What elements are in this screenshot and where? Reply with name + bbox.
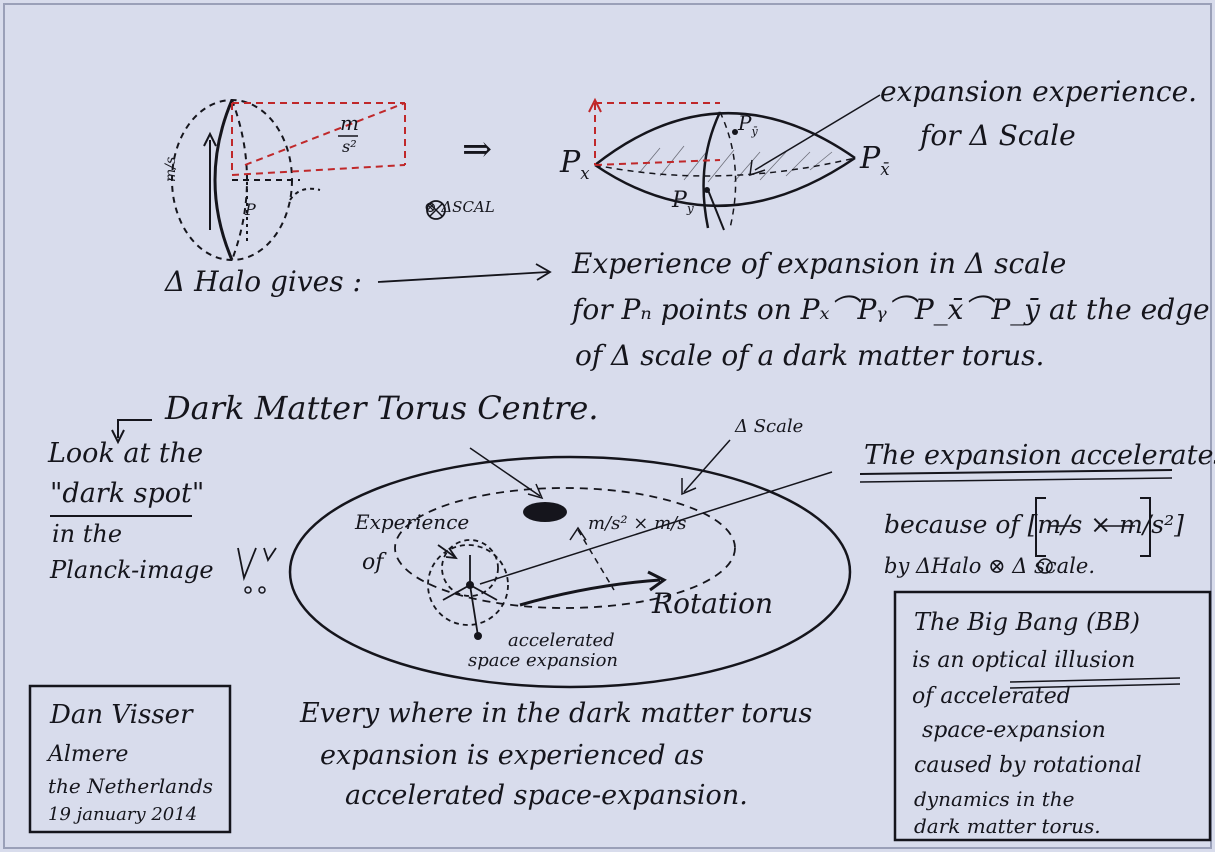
svg-text:s²: s² (342, 137, 357, 156)
big-bang-box (893, 590, 1212, 842)
lens-shape (594, 111, 856, 231)
torus-centre-heading: Dark Matter Torus Centre. (165, 389, 599, 427)
big-bang-line-5: caused by rotational (914, 753, 1142, 778)
torus-formula: m/s² × m/s (588, 513, 687, 534)
big-bang-line-1: The Big Bang (BB) (914, 608, 1140, 636)
big-bang-line-4: space-expansion (922, 718, 1106, 743)
lens-red-vectors (588, 97, 721, 166)
of-label: of (362, 550, 384, 575)
experience-line-1: Experience of expansion in Δ scale (572, 247, 1067, 280)
everywhere-line-3: accelerated space-expansion. (345, 780, 748, 811)
experience-cluster (427, 539, 509, 637)
rotation-label: Rotation (652, 587, 773, 620)
big-bang-line-6: dynamics in the (914, 787, 1075, 811)
signature-date: 19 january 2014 (48, 804, 198, 825)
point-py: Py (672, 188, 694, 216)
delta-scale-label: Δ Scale (735, 416, 804, 437)
look-line-4: Planck-image (50, 556, 214, 584)
halo-red-vectors (231, 102, 406, 176)
signature-box (28, 684, 232, 834)
implication-arrow: ⇒ (462, 129, 493, 170)
circle-delta-scale-label: ⊗ ΔSCAL (424, 198, 495, 216)
halo-gives-label: Δ Halo gives : (165, 265, 362, 298)
point-px: Px (560, 145, 590, 183)
lens-note-line-1: expansion experience. (880, 75, 1198, 108)
halo-sphere (171, 99, 321, 261)
signature-city: Almere (48, 742, 129, 767)
svg-text:m/s: m/s (163, 157, 179, 182)
experience-line-3: of Δ scale of a dark matter torus. (575, 339, 1045, 372)
look-line-1: Look at the (48, 438, 204, 469)
big-bang-line-2: is an optical illusion (912, 648, 1136, 673)
everywhere-line-2: expansion is experienced as (320, 740, 705, 771)
big-bang-line-7: dark matter torus. (914, 814, 1101, 838)
torus-outline (288, 455, 852, 689)
signature-country: the Netherlands (48, 774, 214, 798)
look-line-2: "dark spot" (50, 478, 205, 509)
svg-text:P: P (244, 200, 256, 219)
point-pxbar: Px̄ (860, 141, 890, 179)
because-of-formula: because of [m/s × m/s²] (884, 510, 1184, 539)
space-expansion-label: space expansion (468, 650, 619, 671)
everywhere-line-1: Every where in the dark matter torus (300, 698, 813, 729)
experience-line-2: for Pₙ points on Pₓ⌒Pᵧ⌒P_x̄⌒P_ȳ at the e… (572, 293, 1210, 326)
look-line-3: in the (52, 520, 123, 548)
big-bang-line-3: of accelerated (912, 684, 1071, 709)
lens-note-line-2: for Δ Scale (920, 119, 1076, 152)
signature-name: Dan Visser (50, 700, 193, 730)
accelerated-label: accelerated (508, 630, 615, 651)
by-halo-label: by ΔHalo ⊗ Δ scale. (884, 554, 1096, 578)
svg-text:m: m (340, 111, 359, 135)
accelerates-heading: The expansion accelerates (864, 440, 1215, 471)
point-pybar: Pȳ (738, 111, 758, 138)
experience-label: Experience (355, 510, 470, 534)
